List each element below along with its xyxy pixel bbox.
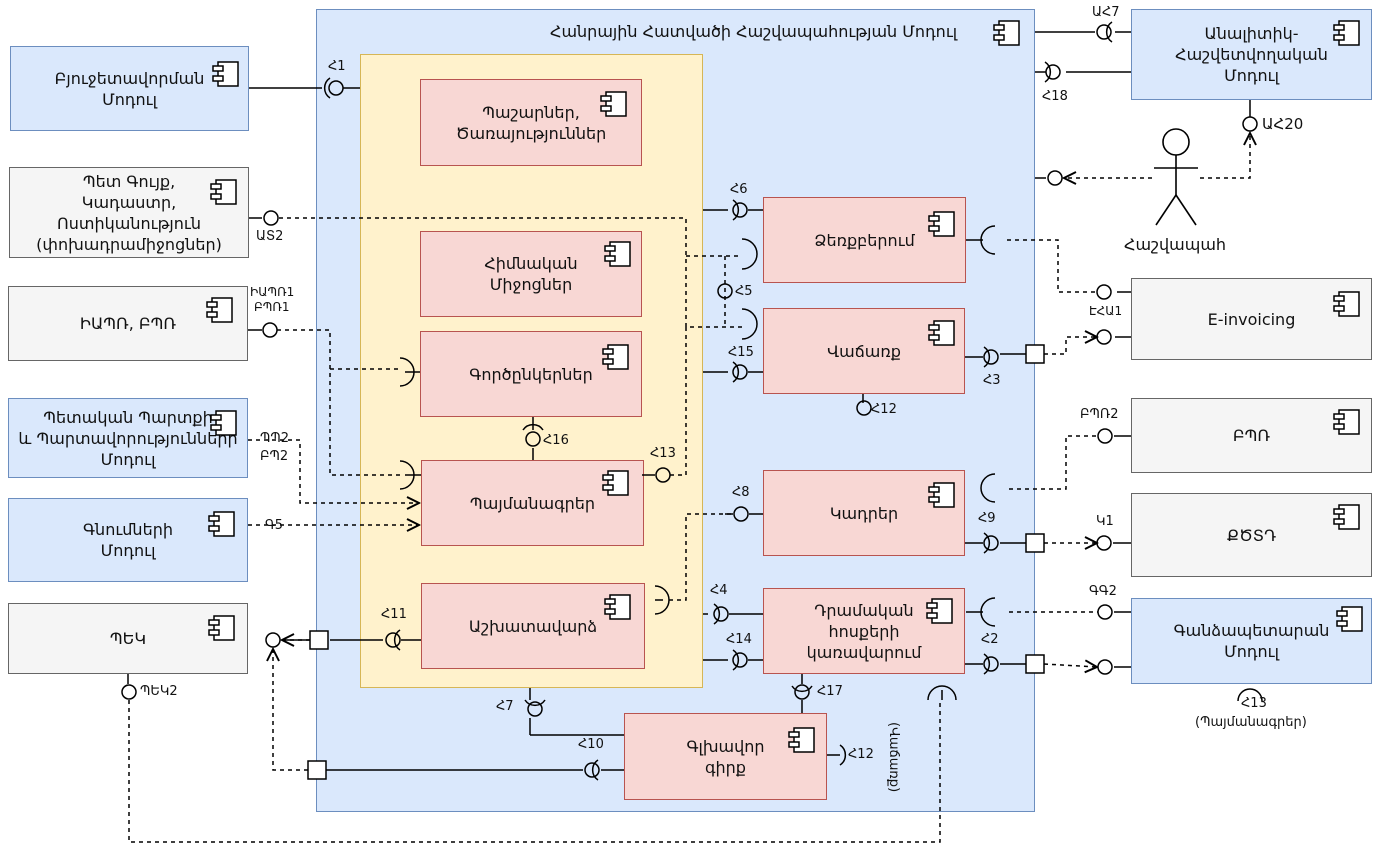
staff-component[interactable]: Կադրեր — [763, 470, 965, 556]
label-h10: Հ10 — [578, 737, 604, 752]
main-module-title: Հանրային Հատվածի Հաշվապահության Մոդուլ — [550, 22, 958, 41]
label-h9: Հ9 — [978, 511, 996, 526]
component-icon — [210, 410, 237, 436]
component-icon — [1333, 409, 1360, 435]
label-bpr1: ԲՊՌ1 — [254, 300, 290, 314]
component-icon — [1333, 291, 1360, 317]
employee-component[interactable]: Աշխատավարձ — [421, 583, 645, 669]
component-icon — [1333, 20, 1360, 46]
label-h3: Հ3 — [983, 373, 1001, 388]
label-h4: Հ4 — [710, 583, 728, 598]
label-h14: Հ14 — [726, 632, 752, 647]
receivables-component[interactable]: Ձեռքբերում — [763, 197, 966, 283]
qcsf-module[interactable]: ՔԾՏԴ — [1131, 493, 1372, 577]
label-h8: Հ8 — [732, 485, 750, 500]
label-h12-sales-note: (Վաճառք) — [886, 722, 901, 793]
state-property-module[interactable]: Պետ Գույք, Կադաստր, Ոստիկանություն (փոխա… — [9, 167, 249, 258]
component-icon — [602, 470, 629, 496]
accountant-actor — [1154, 128, 1198, 226]
component-icon — [600, 91, 627, 117]
label-us2: ԱՏ2 — [256, 229, 284, 244]
label-pek2: ՊԵԿ2 — [140, 684, 178, 699]
label-h2: Հ2 — [981, 632, 999, 647]
component-icon — [210, 179, 237, 205]
label-h1: Հ1 — [328, 59, 346, 74]
counterparties-component[interactable]: Գործընկերներ — [420, 331, 642, 417]
label-h13-contracts-note: (Պայմանագրեր) — [1195, 715, 1307, 730]
component-icon — [208, 615, 235, 641]
label-pp2: ՊՊ2 — [260, 431, 290, 446]
label-h17: Հ17 — [817, 684, 843, 699]
bpr-module[interactable]: ԲՊՌ — [1131, 398, 1372, 473]
budget-module[interactable]: Բյուջետավորման Մոդուլ — [10, 46, 249, 131]
treasury-module[interactable]: Գանձապետարան Մոդուլ — [1131, 598, 1372, 684]
component-icon — [212, 61, 239, 87]
label-h11: Հ11 — [381, 607, 407, 622]
analytics-module[interactable]: Անալիտիկ- Հաշվետվողական Մոդուլ — [1131, 9, 1372, 100]
ledger-component[interactable]: Գլխավոր գիրք — [624, 713, 827, 800]
component-icon — [604, 594, 631, 620]
label-h16: Հ16 — [543, 433, 569, 448]
component-icon — [602, 344, 629, 370]
sales-component[interactable]: Վաճառք — [763, 308, 965, 394]
label-bpr2: ԲՊՌ2 — [1080, 407, 1119, 422]
component-icon — [928, 211, 955, 237]
label-h13: Հ13 — [650, 446, 676, 461]
label-h15: Հ15 — [728, 345, 754, 360]
iapr-bpr-module[interactable]: ԻԱՊՌ, ԲՊՌ — [8, 286, 248, 361]
state-debt-module[interactable]: Պետական Պարտքի և Պարտավորությունների Մոդ… — [8, 398, 248, 478]
label-ah7: ԱՀ7 — [1092, 5, 1120, 20]
component-icon — [1336, 606, 1363, 632]
label-h13-treasury: Հ13 — [1241, 696, 1267, 711]
label-h12: Հ12 — [871, 402, 897, 417]
label-iapr1: ԻԱՊՌ1 — [250, 285, 295, 299]
component-icon — [206, 297, 233, 323]
label-bp2: ԲՊ2 — [260, 449, 289, 464]
label-h18: Հ18 — [1042, 89, 1068, 104]
label-k1: Կ1 — [1096, 514, 1114, 529]
label-h7: Հ7 — [496, 699, 514, 714]
label-ehu1: ԷՀԱ1 — [1089, 304, 1123, 318]
accountant-label: Հաշվապահ — [1124, 235, 1227, 254]
label-h12-ledger: Հ12 — [848, 747, 874, 762]
label-h6: Հ6 — [730, 182, 748, 197]
label-g5: Գ5 — [265, 518, 284, 533]
component-icon — [1333, 504, 1360, 530]
inventory-component[interactable]: Պաշարներ, Ծառայություններ — [420, 79, 642, 166]
component-icon — [993, 20, 1020, 46]
einvoicing-module[interactable]: E-invoicing — [1131, 278, 1372, 360]
pek-module[interactable]: ՊԵԿ — [8, 603, 248, 674]
label-ah20: ԱՀ20 — [1262, 115, 1304, 133]
procurement-module[interactable]: Գնումների Մոդուլ — [8, 498, 248, 582]
component-icon — [928, 482, 955, 508]
component-icon — [604, 241, 631, 267]
component-icon — [208, 511, 235, 537]
component-icon — [928, 320, 955, 346]
label-gg2: ԳԳ2 — [1089, 584, 1117, 599]
label-h5: Հ5 — [735, 284, 753, 299]
component-icon — [788, 727, 815, 753]
component-icon — [926, 598, 953, 624]
